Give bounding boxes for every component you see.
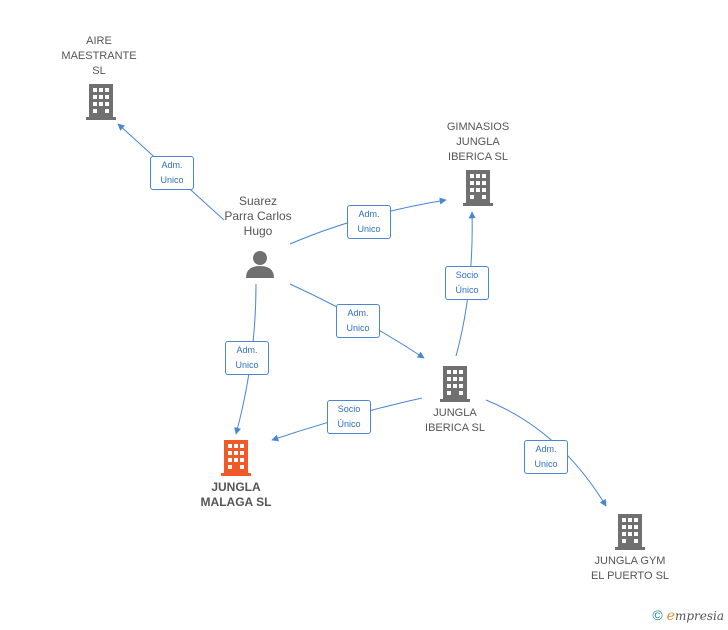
- brand-logo: ©empresia: [652, 607, 724, 624]
- edge-label-iberica-malaga: Socio Único: [327, 400, 371, 434]
- person-icon[interactable]: [245, 249, 275, 279]
- building-icon-malaga[interactable]: [221, 440, 251, 476]
- copyright-icon: ©: [652, 607, 663, 623]
- node-label-iberica[interactable]: JUNGLA IBERICA SL: [425, 407, 485, 434]
- building-icon-aire[interactable]: [86, 84, 116, 120]
- node-label-aire[interactable]: AIRE MAESTRANTE SL: [61, 35, 137, 77]
- brand-e: e: [666, 608, 675, 624]
- node-label-gimnasios[interactable]: GIMNASIOS JUNGLA IBERICA SL: [446, 121, 510, 163]
- brand-rest: mpresia: [674, 609, 724, 623]
- edge-label-person-aire: Adm. Unico: [150, 156, 194, 190]
- node-label-puerto[interactable]: JUNGLA GYM EL PUERTO SL: [590, 555, 670, 582]
- person-label[interactable]: Suarez Parra Carlos Hugo: [224, 194, 292, 238]
- node-label-malaga[interactable]: JUNGLA MALAGA SL: [200, 480, 272, 509]
- edge-label-person-gimnasios: Adm. Unico: [347, 205, 391, 239]
- edge-label-iberica-puerto: Adm. Unico: [524, 440, 568, 474]
- edge-label-iberica-gimnasios: Socio Único: [445, 266, 489, 300]
- building-icon-gimnasios[interactable]: [463, 170, 493, 206]
- edge-label-person-malaga: Adm. Unico: [225, 341, 269, 375]
- building-icon-puerto[interactable]: [615, 514, 645, 550]
- building-icon-iberica[interactable]: [440, 366, 470, 402]
- edge-label-person-iberica: Adm. Unico: [336, 304, 380, 338]
